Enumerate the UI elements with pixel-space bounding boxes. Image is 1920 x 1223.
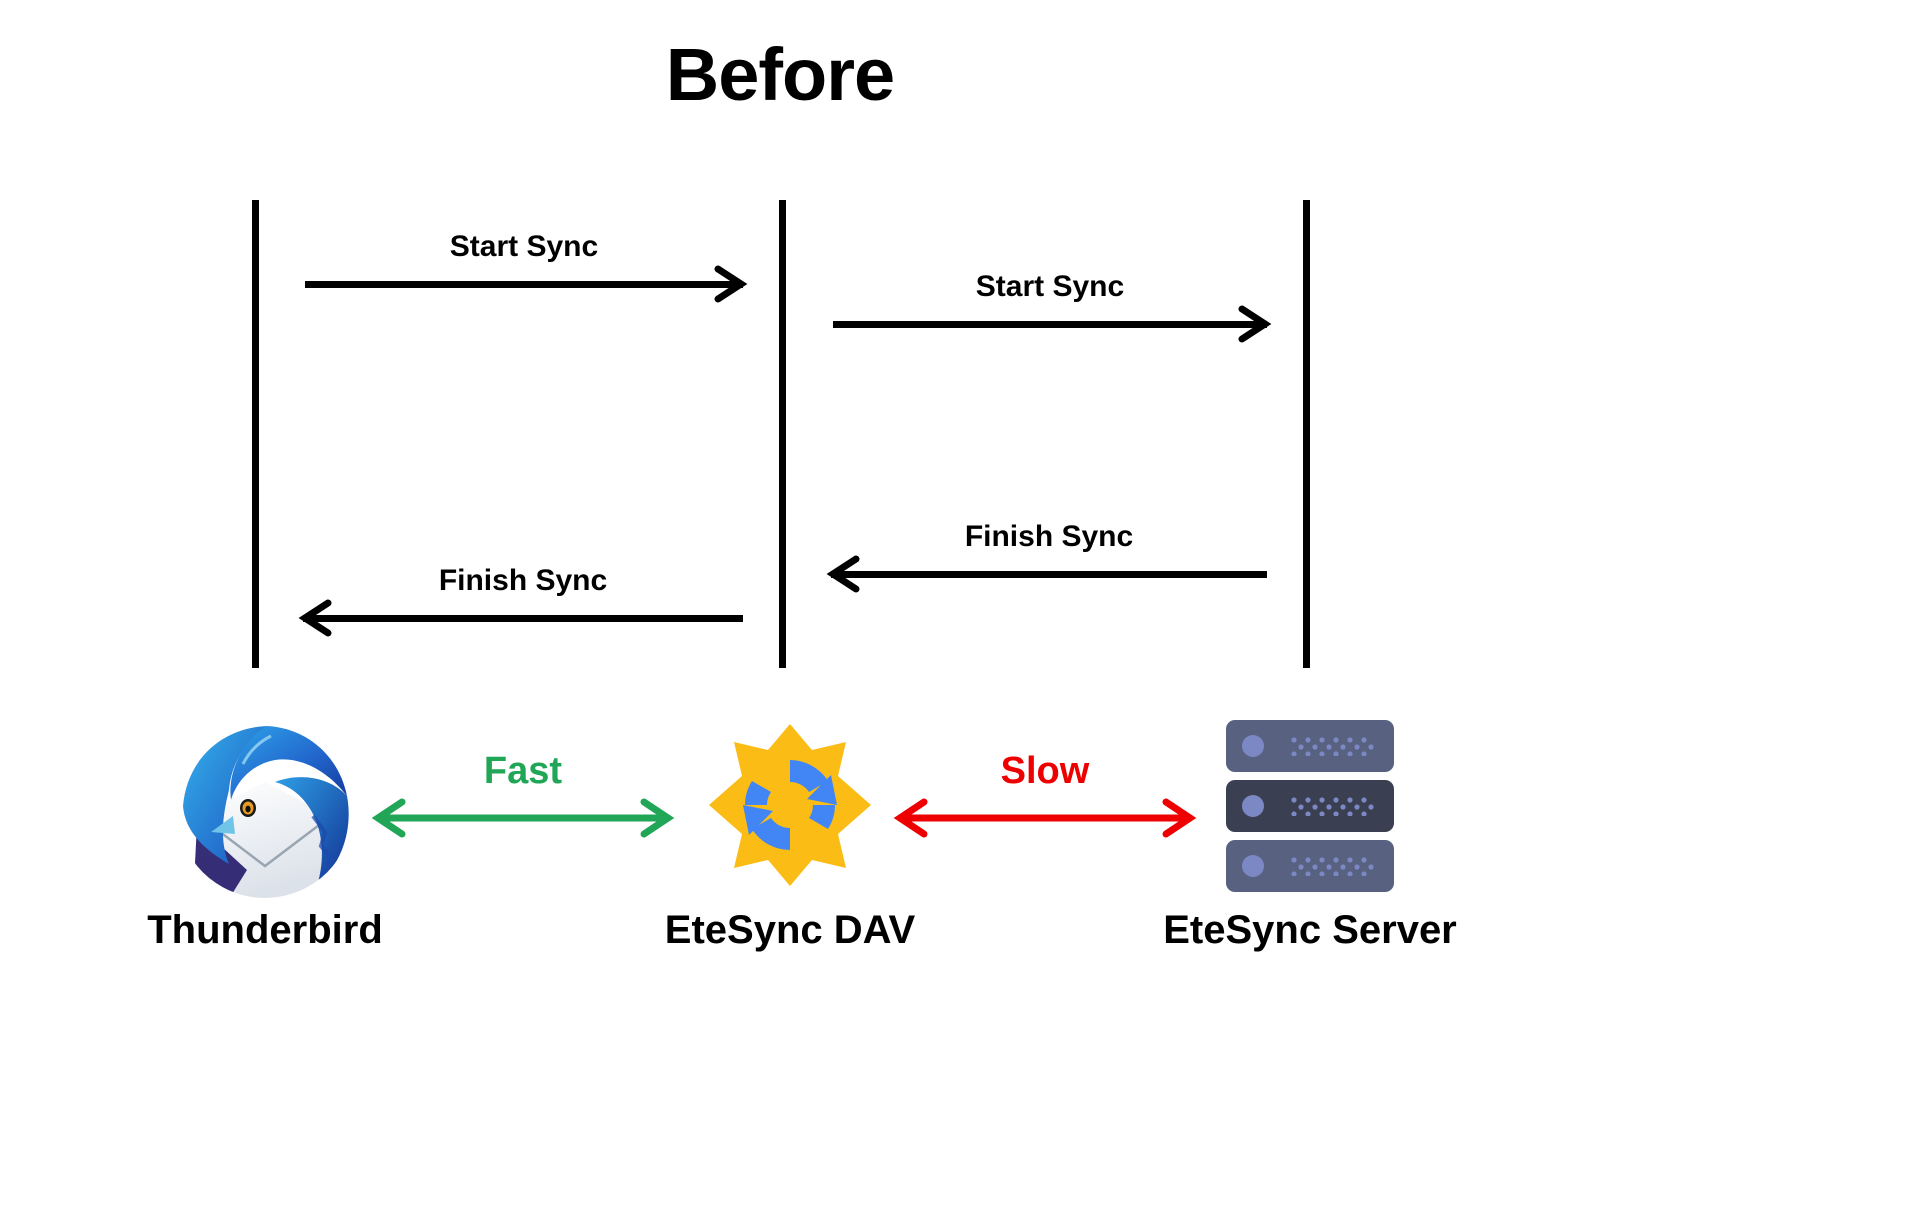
server-vents-icon	[1291, 797, 1374, 816]
server-unit-middle	[1226, 780, 1394, 832]
link-fast: Fast	[362, 750, 684, 840]
double-arrow-red-icon	[893, 798, 1197, 838]
sequence-message-finish-sync-2: Finish Sync	[298, 564, 743, 637]
sequence-message-line	[305, 281, 743, 288]
page-title: Before	[665, 33, 895, 116]
server-led-icon	[1242, 855, 1264, 877]
sequence-message-finish-sync-1: Finish Sync	[826, 520, 1267, 593]
server-unit-bottom	[1226, 840, 1394, 892]
sequence-message-line	[831, 571, 1267, 578]
server-vents-icon	[1291, 737, 1374, 756]
sequence-message-label: Finish Sync	[964, 520, 1134, 553]
link-slow: Slow	[884, 750, 1206, 840]
sequence-message-start-sync-1: Start Sync	[305, 230, 748, 303]
lifeline-etesync-dav	[779, 200, 786, 668]
double-arrow-green-icon	[371, 798, 675, 838]
sequence-message-label: Start Sync	[975, 270, 1125, 303]
server-vents-icon	[1291, 857, 1374, 876]
actor-label-thunderbird: Thunderbird	[147, 908, 383, 952]
arrow-right-icon	[706, 263, 748, 305]
server-led-icon	[1242, 795, 1264, 817]
server-rack-icon	[1226, 720, 1394, 892]
sequence-message-line	[303, 615, 743, 622]
server-unit-top	[1226, 720, 1394, 772]
arrow-right-icon	[1230, 303, 1272, 345]
server-led-icon	[1242, 735, 1264, 757]
sequence-message-start-sync-2: Start Sync	[833, 270, 1272, 343]
lifeline-etesync-server	[1303, 200, 1310, 668]
sequence-message-line	[833, 321, 1267, 328]
actor-label-etesync-server: EteSync Server	[1163, 908, 1457, 952]
sequence-message-label: Finish Sync	[438, 564, 608, 597]
lifeline-thunderbird	[252, 200, 259, 668]
link-label-fast: Fast	[483, 750, 563, 792]
sync-burst-icon	[705, 720, 875, 895]
actor-label-etesync-dav: EteSync DAV	[664, 908, 916, 952]
arrow-left-icon	[826, 553, 868, 595]
link-label-slow: Slow	[1000, 750, 1090, 792]
sequence-message-label: Start Sync	[449, 230, 599, 263]
thunderbird-logo-icon	[175, 720, 355, 905]
arrow-left-icon	[298, 597, 340, 639]
